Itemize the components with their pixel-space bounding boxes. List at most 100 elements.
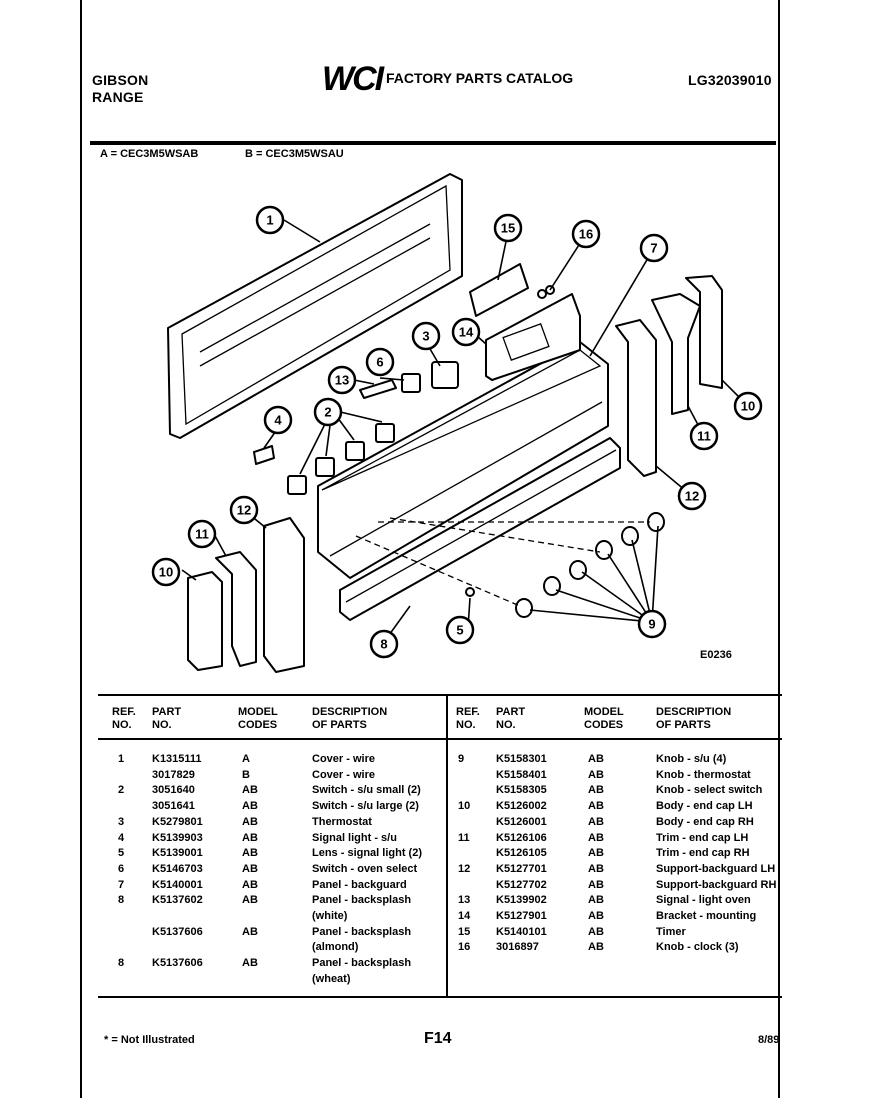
table-cell-codes: AB [242, 894, 258, 907]
table-cell-ref: 14 [458, 910, 471, 922]
table-cell-desc: Thermostat [312, 815, 372, 828]
table-cell-desc: Signal light - s/u [312, 831, 397, 844]
table-cell-codes: AB [242, 784, 258, 797]
table-cell-ref: 2 [118, 784, 125, 797]
callout-9: 9 [637, 609, 667, 639]
table-cell-desc: Timer [656, 925, 686, 938]
table-cell-codes: AB [588, 753, 604, 765]
oven-select-switch-part [401, 373, 421, 393]
callout-8: 8 [369, 629, 399, 659]
table-cell-desc: Cover - wire [312, 753, 375, 765]
table-cell-codes: AB [242, 862, 258, 875]
callout-7-label: 7 [650, 241, 657, 256]
table-cell-part: K5139001 [152, 847, 203, 860]
table-cell-desc: (white) [312, 910, 348, 922]
table-cell-codes: AB [588, 768, 604, 781]
table-cell-desc: Panel - backguard [312, 878, 407, 891]
table-cell-desc: Switch - oven select [312, 862, 418, 875]
table-cell-part: K5126105 [496, 847, 547, 860]
thermostat-part [431, 361, 459, 389]
table-cell-desc: Switch - s/u small (2) [312, 784, 421, 797]
table-cell-ref: 5 [118, 847, 125, 860]
table-cell-desc: Lens - signal light (2) [312, 847, 423, 860]
table-cell-part: K5127702 [496, 878, 547, 891]
table-cell-desc: Support-backguard LH [656, 862, 776, 875]
callout-11-left-label: 11 [195, 527, 209, 542]
mounting-bracket-part [485, 293, 581, 381]
table-cell-codes: AB [242, 957, 258, 970]
table-cell-part: K5140001 [152, 878, 203, 891]
table-cell-codes: AB [588, 894, 604, 907]
table-cell-part: K5137606 [152, 925, 203, 938]
table-cell-ref: 9 [458, 753, 465, 765]
table-cell-codes: AB [242, 800, 258, 813]
callout-5: 5 [445, 615, 475, 645]
callout-4: 4 [263, 405, 293, 435]
callout-14: 14 [451, 317, 481, 347]
table-cell-part: K5127901 [496, 910, 547, 922]
table-cell-part: K5146703 [152, 862, 203, 875]
table-cell-codes: AB [242, 925, 258, 938]
table-cell-ref: 15 [458, 925, 471, 938]
table-cell-desc: Signal - light oven [656, 894, 751, 907]
callout-15: 15 [493, 213, 523, 243]
signal-light-su-part [253, 445, 275, 465]
exploded-parts-diagram: 1 2 3 4 5 6 7 8 9 10 11 12 10 11 12 13 1… [151, 173, 763, 673]
table-cell-ref: 8 [118, 957, 125, 970]
table-cell-desc: Knob - thermostat [656, 768, 751, 781]
table-cell-desc: Panel - backsplash [312, 925, 412, 938]
table-divider [446, 694, 448, 996]
table-cell-part: K5140101 [496, 925, 547, 938]
header-rule [90, 141, 776, 145]
table-cell-part: 3051641 [152, 800, 195, 813]
brand-name: GIBSON [92, 72, 149, 88]
table-cell-desc: Bracket - mounting [656, 910, 757, 922]
table-cell-codes: AB [588, 784, 604, 797]
table-cell-part: K5279801 [152, 815, 203, 828]
catalog-title: FACTORY PARTS CATALOG [386, 70, 574, 86]
timer-part [469, 263, 529, 317]
table-cell-part: K5139902 [496, 894, 547, 907]
table-cell-part: K5158301 [496, 753, 547, 765]
callout-1: 1 [255, 205, 285, 235]
table-cell-codes: AB [242, 831, 258, 844]
signal-lens-part [465, 587, 475, 597]
table-header-rule [98, 738, 782, 740]
callout-10-right-label: 10 [741, 399, 755, 414]
table-cell-desc: Knob - clock (3) [656, 941, 739, 954]
table-cell-codes: AB [588, 878, 604, 891]
callout-2-label: 2 [324, 405, 331, 420]
callout-9-label: 9 [648, 617, 655, 632]
callout-12-right-label: 12 [685, 489, 699, 504]
table-cell-part: K5137606 [152, 957, 203, 970]
table-cell-codes: AB [588, 925, 604, 938]
callout-11-right-label: 11 [697, 429, 711, 444]
table-cell-part: 3017829 [152, 768, 195, 781]
table-cell-desc: Knob - select switch [656, 784, 763, 797]
callout-12-right: 12 [677, 481, 707, 511]
callout-15-label: 15 [501, 221, 515, 236]
table-top-rule [98, 694, 782, 696]
table-cell-desc: Cover - wire [312, 768, 375, 781]
table-cell-part: K5137602 [152, 894, 203, 907]
callout-13: 13 [327, 365, 357, 395]
table-cell-codes: AB [242, 815, 258, 828]
table-cell-part: K5126002 [496, 800, 547, 813]
table-cell-part: K5158305 [496, 784, 547, 797]
callout-4-label: 4 [274, 413, 282, 428]
callout-6-label: 6 [376, 355, 383, 370]
table-cell-codes: AB [588, 800, 604, 813]
table-cell-ref: 11 [458, 831, 470, 844]
callout-3: 3 [411, 321, 441, 351]
table-cell-ref: 1 [118, 753, 125, 765]
table-cell-part: 3016897 [496, 941, 539, 954]
table-cell-desc: Panel - backsplash [312, 894, 412, 907]
table-cell-ref: 6 [118, 862, 125, 875]
table-cell-codes: AB [588, 815, 604, 828]
table-cell-codes: AB [242, 847, 258, 860]
table-cell-desc: Trim - end cap LH [656, 831, 749, 844]
wire-cover-part [167, 173, 463, 439]
callout-16-label: 16 [579, 227, 593, 242]
